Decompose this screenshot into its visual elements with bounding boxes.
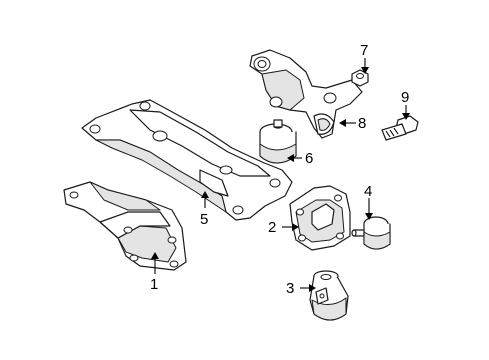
part-1-transmission-bracket — [63, 181, 187, 271]
callout-7: 7 — [360, 42, 368, 59]
callout-3: 3 — [286, 280, 294, 297]
callout-9: 9 — [401, 89, 409, 106]
part-7-nut — [351, 69, 369, 87]
leader-lines — [151, 58, 410, 292]
part-3-mount — [309, 270, 349, 321]
part-4-mount — [351, 216, 391, 250]
callout-1: 1 — [150, 276, 158, 293]
part-9-bolt — [381, 115, 419, 141]
callout-4: 4 — [364, 183, 372, 200]
part-5-crossmember — [81, 99, 293, 221]
callout-8: 8 — [358, 115, 366, 132]
callout-5: 5 — [200, 211, 208, 228]
callout-6: 6 — [305, 150, 313, 167]
part-8-engine-bracket — [249, 49, 363, 139]
part-2-bracket — [289, 185, 351, 251]
part-6-mount — [259, 119, 297, 164]
callout-labels: 1 2 3 4 5 6 7 8 9 — [150, 42, 409, 297]
callout-2: 2 — [268, 219, 276, 236]
